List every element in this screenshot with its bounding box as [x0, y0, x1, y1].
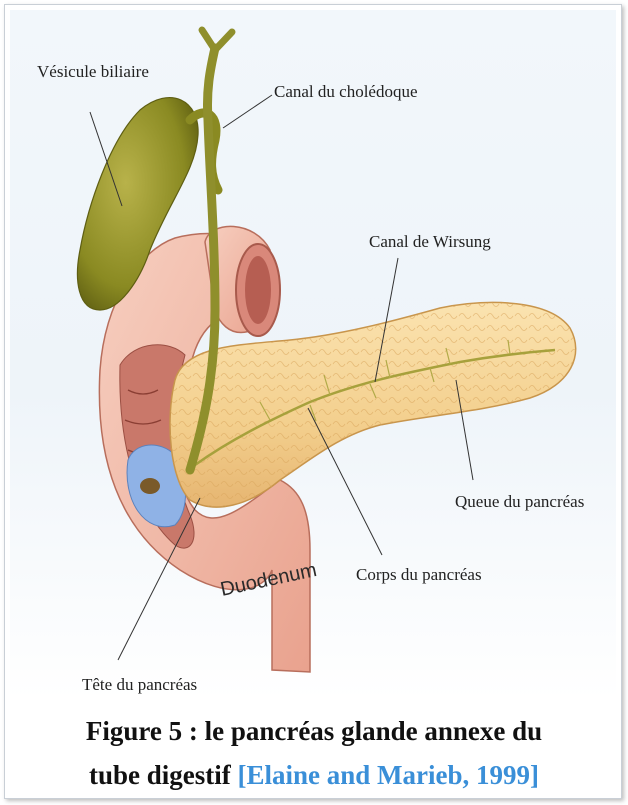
- label-head: Tête du pancréas: [82, 675, 197, 695]
- anatomy-drawing: Duodenum: [10, 10, 616, 700]
- label-gallbladder: Vésicule biliaire: [37, 62, 149, 82]
- label-bile-duct: Canal du cholédoque: [274, 82, 418, 102]
- label-wirsung: Canal de Wirsung: [369, 232, 491, 252]
- label-tail: Queue du pancréas: [455, 492, 584, 512]
- figure-caption-line1: Figure 5 : le pancréas glande annexe du: [4, 716, 624, 747]
- figure-caption-line2: tube digestif [Elaine and Marieb, 1999]: [4, 760, 624, 791]
- pancreas-illustration: Duodenum Vésicule biliaire Canal du chol…: [10, 10, 616, 700]
- label-body: Corps du pancréas: [356, 565, 482, 585]
- caption-citation: [Elaine and Marieb, 1999]: [238, 760, 540, 790]
- caption-text: tube digestif: [89, 760, 231, 790]
